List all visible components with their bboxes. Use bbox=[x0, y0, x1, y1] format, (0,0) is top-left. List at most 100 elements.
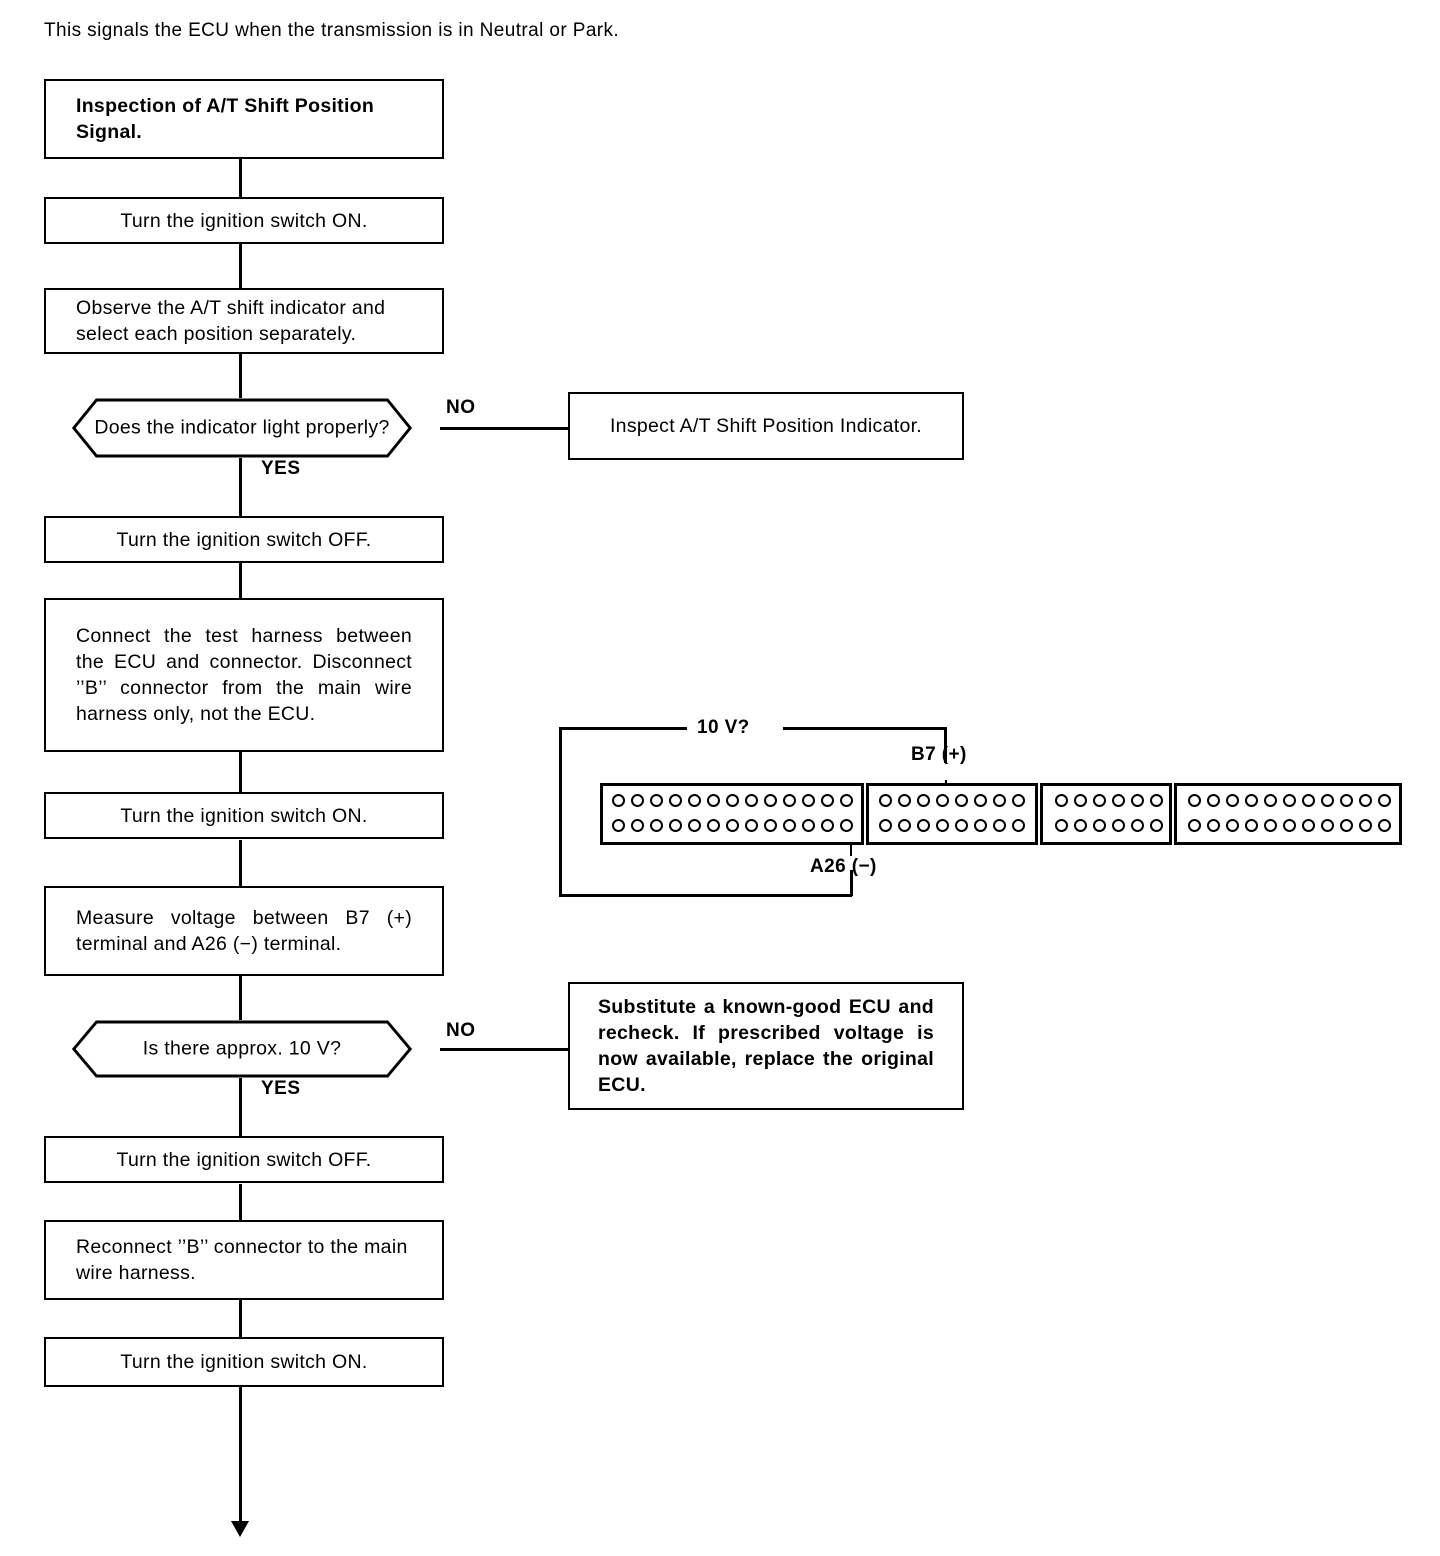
connector-pin bbox=[917, 819, 930, 832]
connector-pin bbox=[726, 819, 739, 832]
connector-pin bbox=[936, 794, 949, 807]
connector-pin bbox=[1207, 794, 1220, 807]
outcome-box-inspect-indicator: Inspect A/T Shift Position Indicator. bbox=[568, 392, 964, 460]
connector-pin bbox=[898, 794, 911, 807]
voltage-label-10v: 10 V? bbox=[697, 717, 750, 738]
step-box-ignition-on-1: Turn the ignition switch ON. bbox=[44, 197, 444, 244]
pin-row-c-top bbox=[1055, 794, 1163, 807]
connector-pin bbox=[1074, 794, 1087, 807]
connector-pin bbox=[612, 794, 625, 807]
connector-line-1 bbox=[239, 157, 242, 203]
voltage-loop-bottom-line bbox=[559, 894, 852, 897]
outcome-text-inspect-indicator: Inspect A/T Shift Position Indicator. bbox=[609, 415, 923, 437]
connector-pin bbox=[631, 794, 644, 807]
flow-arrow-head bbox=[231, 1521, 249, 1537]
pin-row-a-top bbox=[612, 794, 853, 807]
connector-pin bbox=[917, 794, 930, 807]
connector-pin bbox=[1359, 819, 1372, 832]
connector-pin bbox=[1150, 794, 1163, 807]
connector-pin bbox=[974, 794, 987, 807]
connector-pin bbox=[1264, 794, 1277, 807]
connector-pin bbox=[1093, 794, 1106, 807]
connector-line-2 bbox=[239, 242, 242, 290]
step-text-measure-voltage: Measure voltage between B7 (+) terminal … bbox=[76, 907, 412, 955]
connector-pin bbox=[1245, 794, 1258, 807]
b7-terminal-label: B7 (+) bbox=[911, 744, 967, 765]
connector-pin bbox=[707, 819, 720, 832]
step-box-inspection-title: Inspection of A/T Shift Position Signal. bbox=[44, 79, 444, 159]
connector-pin bbox=[669, 819, 682, 832]
step-text-reconnect-b: Reconnect ’’B’’ connector to the main wi… bbox=[76, 1236, 408, 1284]
connector-pin bbox=[955, 794, 968, 807]
a26-terminal-label: A26 (−) bbox=[810, 856, 877, 877]
voltage-loop-top-right-line bbox=[783, 727, 947, 730]
outcome-text-substitute-ecu: Substitute a known-good ECU and recheck.… bbox=[598, 996, 934, 1096]
outcome-box-substitute-ecu: Substitute a known-good ECU and recheck.… bbox=[568, 982, 964, 1110]
step-text-ignition-on-3: Turn the ignition switch ON. bbox=[120, 1351, 368, 1373]
connector-pin bbox=[745, 819, 758, 832]
b7-lead-upper bbox=[944, 727, 947, 763]
connector-pin bbox=[688, 794, 701, 807]
connector-line-7 bbox=[239, 840, 242, 888]
connector-pin bbox=[688, 819, 701, 832]
connector-pin bbox=[974, 819, 987, 832]
yes-label-2: YES bbox=[261, 1078, 301, 1099]
connector-pin bbox=[898, 819, 911, 832]
pin-row-d-bottom bbox=[1188, 819, 1391, 832]
connector-pin bbox=[993, 794, 1006, 807]
connector-pin bbox=[1207, 819, 1220, 832]
connector-pin bbox=[1359, 794, 1372, 807]
connector-line-5 bbox=[239, 562, 242, 600]
connector-pin bbox=[1112, 819, 1125, 832]
step-box-measure-voltage: Measure voltage between B7 (+) terminal … bbox=[44, 886, 444, 976]
connector-pin bbox=[726, 794, 739, 807]
hexagon-shape-1 bbox=[71, 398, 413, 458]
connector-pin bbox=[612, 819, 625, 832]
connector-line-4 bbox=[239, 458, 242, 516]
connector-line-8 bbox=[239, 974, 242, 1020]
step-box-ignition-off-2: Turn the ignition switch OFF. bbox=[44, 1136, 444, 1183]
no-label-2: NO bbox=[446, 1020, 476, 1041]
connector-pin bbox=[1340, 819, 1353, 832]
step-text-observe-indicator: Observe the A/T shift indicator and sele… bbox=[76, 297, 386, 345]
connector-pin bbox=[1074, 819, 1087, 832]
decision-approx-10v: Is there approx. 10 V? bbox=[42, 1020, 442, 1078]
connector-line-3 bbox=[239, 352, 242, 398]
voltage-loop-left-line bbox=[559, 727, 562, 897]
connector-block-a bbox=[600, 783, 864, 845]
connector-pin bbox=[1378, 819, 1391, 832]
connector-pin bbox=[1302, 819, 1315, 832]
connector-line-11 bbox=[239, 1298, 242, 1338]
intro-text: This signals the ECU when the transmissi… bbox=[44, 20, 620, 41]
connector-pin bbox=[1302, 794, 1315, 807]
connector-block-b bbox=[866, 783, 1038, 845]
connector-block-c bbox=[1040, 783, 1172, 845]
decision-text-indicator-light: Does the indicator light properly? bbox=[94, 416, 390, 439]
connector-block-d bbox=[1174, 783, 1402, 845]
step-text-ignition-off-1: Turn the ignition switch OFF. bbox=[116, 528, 372, 551]
connector-pin bbox=[1321, 819, 1334, 832]
connector-pin bbox=[1340, 794, 1353, 807]
connector-pin bbox=[1131, 819, 1144, 832]
connector-line-6 bbox=[239, 750, 242, 794]
pin-row-c-bottom bbox=[1055, 819, 1163, 832]
connector-pin bbox=[936, 819, 949, 832]
connector-pin bbox=[955, 819, 968, 832]
connector-pin bbox=[1055, 794, 1068, 807]
connector-pin bbox=[1245, 819, 1258, 832]
connector-pin bbox=[879, 794, 892, 807]
hexagon-shape-2 bbox=[71, 1020, 413, 1078]
step-text-ignition-off-2: Turn the ignition switch OFF. bbox=[116, 1148, 372, 1171]
connector-pin bbox=[1131, 794, 1144, 807]
connector-pin bbox=[840, 794, 853, 807]
step-text-ignition-on-2: Turn the ignition switch ON. bbox=[120, 804, 368, 827]
connector-pin bbox=[669, 794, 682, 807]
step-text-ignition-on-1: Turn the ignition switch ON. bbox=[120, 209, 368, 232]
step-box-connect-harness: Connect the test harness between the ECU… bbox=[44, 598, 444, 752]
connector-pin bbox=[1112, 794, 1125, 807]
step-box-ignition-on-2: Turn the ignition switch ON. bbox=[44, 792, 444, 839]
decision-text-approx-10v: Is there approx. 10 V? bbox=[142, 1037, 342, 1060]
connector-pin bbox=[783, 794, 796, 807]
connector-pin bbox=[1055, 819, 1068, 832]
